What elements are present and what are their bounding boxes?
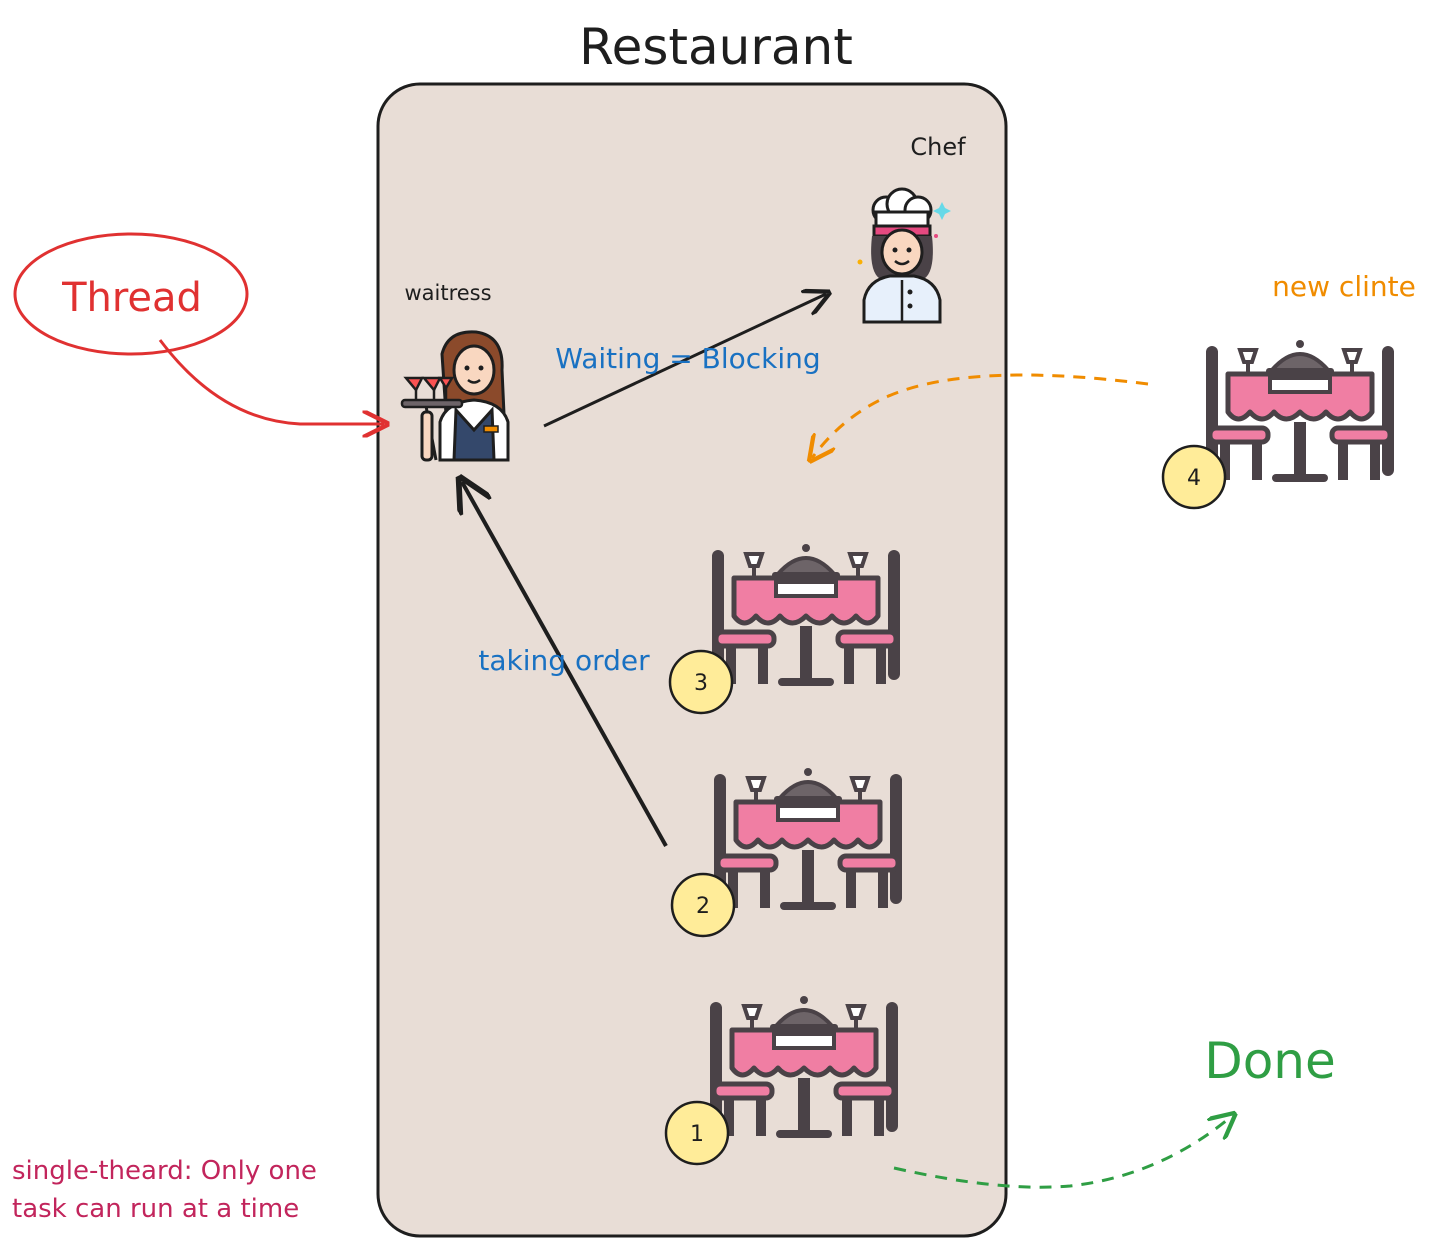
table-3-badge: 3 bbox=[668, 649, 734, 715]
table-4-number: 4 bbox=[1187, 466, 1201, 491]
new-client-arrow bbox=[812, 373, 1149, 458]
note-line-1: single-theard: Only one bbox=[12, 1156, 317, 1186]
waiting-arrow bbox=[543, 294, 826, 428]
table-2-badge: 2 bbox=[670, 872, 736, 938]
taking-order-arrow bbox=[462, 482, 668, 847]
table-4-badge: 4 bbox=[1161, 444, 1227, 510]
table-1-number: 1 bbox=[690, 1122, 704, 1147]
table-4-icon bbox=[1206, 340, 1394, 482]
thread-ellipse bbox=[13, 232, 249, 356]
diagram-title: Restaurant bbox=[579, 18, 853, 76]
chef-label: Chef bbox=[910, 133, 966, 161]
done-label: Done bbox=[1204, 1032, 1336, 1090]
chef-icon bbox=[857, 187, 951, 324]
waitress-label: waitress bbox=[404, 281, 491, 305]
table-1-badge: 1 bbox=[664, 1100, 730, 1166]
done-arrow bbox=[893, 1116, 1232, 1189]
thread-arrow bbox=[158, 339, 384, 424]
waiting-label: Waiting = Blocking bbox=[555, 342, 820, 375]
thread-label: Thread bbox=[61, 275, 202, 321]
table-3-number: 3 bbox=[694, 671, 708, 696]
taking-order-label: taking order bbox=[478, 644, 650, 677]
note-line-2: task can run at a time bbox=[12, 1194, 299, 1224]
new-client-label: new clinte bbox=[1272, 270, 1416, 303]
waitress-icon bbox=[400, 330, 510, 462]
table-2-number: 2 bbox=[696, 894, 710, 919]
